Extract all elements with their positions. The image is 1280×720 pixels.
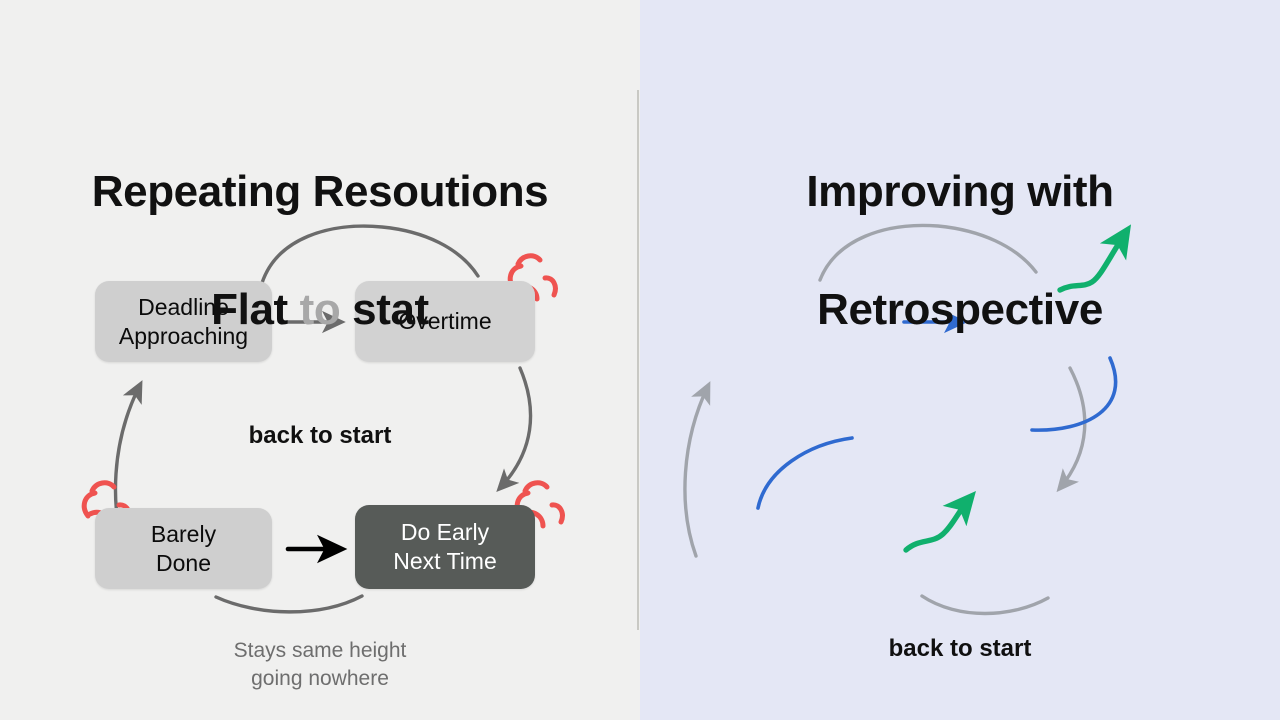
edge-back-to-start [683, 381, 711, 558]
edge-bottom-arc [920, 594, 1050, 616]
left-title-part-2: stat [340, 285, 429, 334]
node-overtime[interactable]: Overtime [355, 281, 535, 362]
growth-arrow-icon-retrospective [1057, 224, 1132, 293]
node-do-early-next-time[interactable]: Do Early Next Time [355, 505, 535, 589]
right-panel: Improving with Retrospective [640, 0, 1280, 720]
edge-top-arc [818, 223, 1038, 282]
edge-overtime-to-do-early [496, 366, 533, 492]
edge-retrospective-to-overtime [1056, 366, 1087, 493]
right-panel-title: Improving with Retrospective [640, 103, 1280, 398]
left-title-line-1: Repeating Resoutions [91, 167, 549, 216]
right-title-line-2: Retrospective [817, 285, 1103, 334]
stress-mark-icon-do-early [514, 480, 565, 529]
left-panel-title: Repeating Resoutions Flat to stat [0, 103, 640, 398]
node-deadline-approaching[interactable]: Deadline Approaching [95, 281, 272, 362]
edge-barely-done-to-do-early [756, 436, 854, 510]
right-diagram-edges [683, 223, 1132, 616]
node-barely-done[interactable]: Barely Done [95, 508, 272, 589]
right-center-label: back to start [888, 635, 1032, 662]
left-title-line-2: Flat to stat [0, 280, 640, 339]
panel-divider [637, 90, 639, 630]
edge-retrospective-to-barely-done [1030, 356, 1118, 432]
left-center-label: back to start [248, 422, 392, 449]
right-title-line-1: Improving with [806, 167, 1114, 216]
growth-arrow-icon-do-early [903, 491, 976, 553]
left-footer-caption: Stays same height going nowhere [233, 639, 407, 690]
left-panel: Repeating Resoutions Flat to stat [0, 0, 640, 720]
edge-top-arc [260, 224, 480, 285]
left-title-muted-word: to [299, 285, 341, 334]
edge-bottom-arc [214, 594, 364, 614]
left-title-part-1: Flat [211, 285, 300, 334]
